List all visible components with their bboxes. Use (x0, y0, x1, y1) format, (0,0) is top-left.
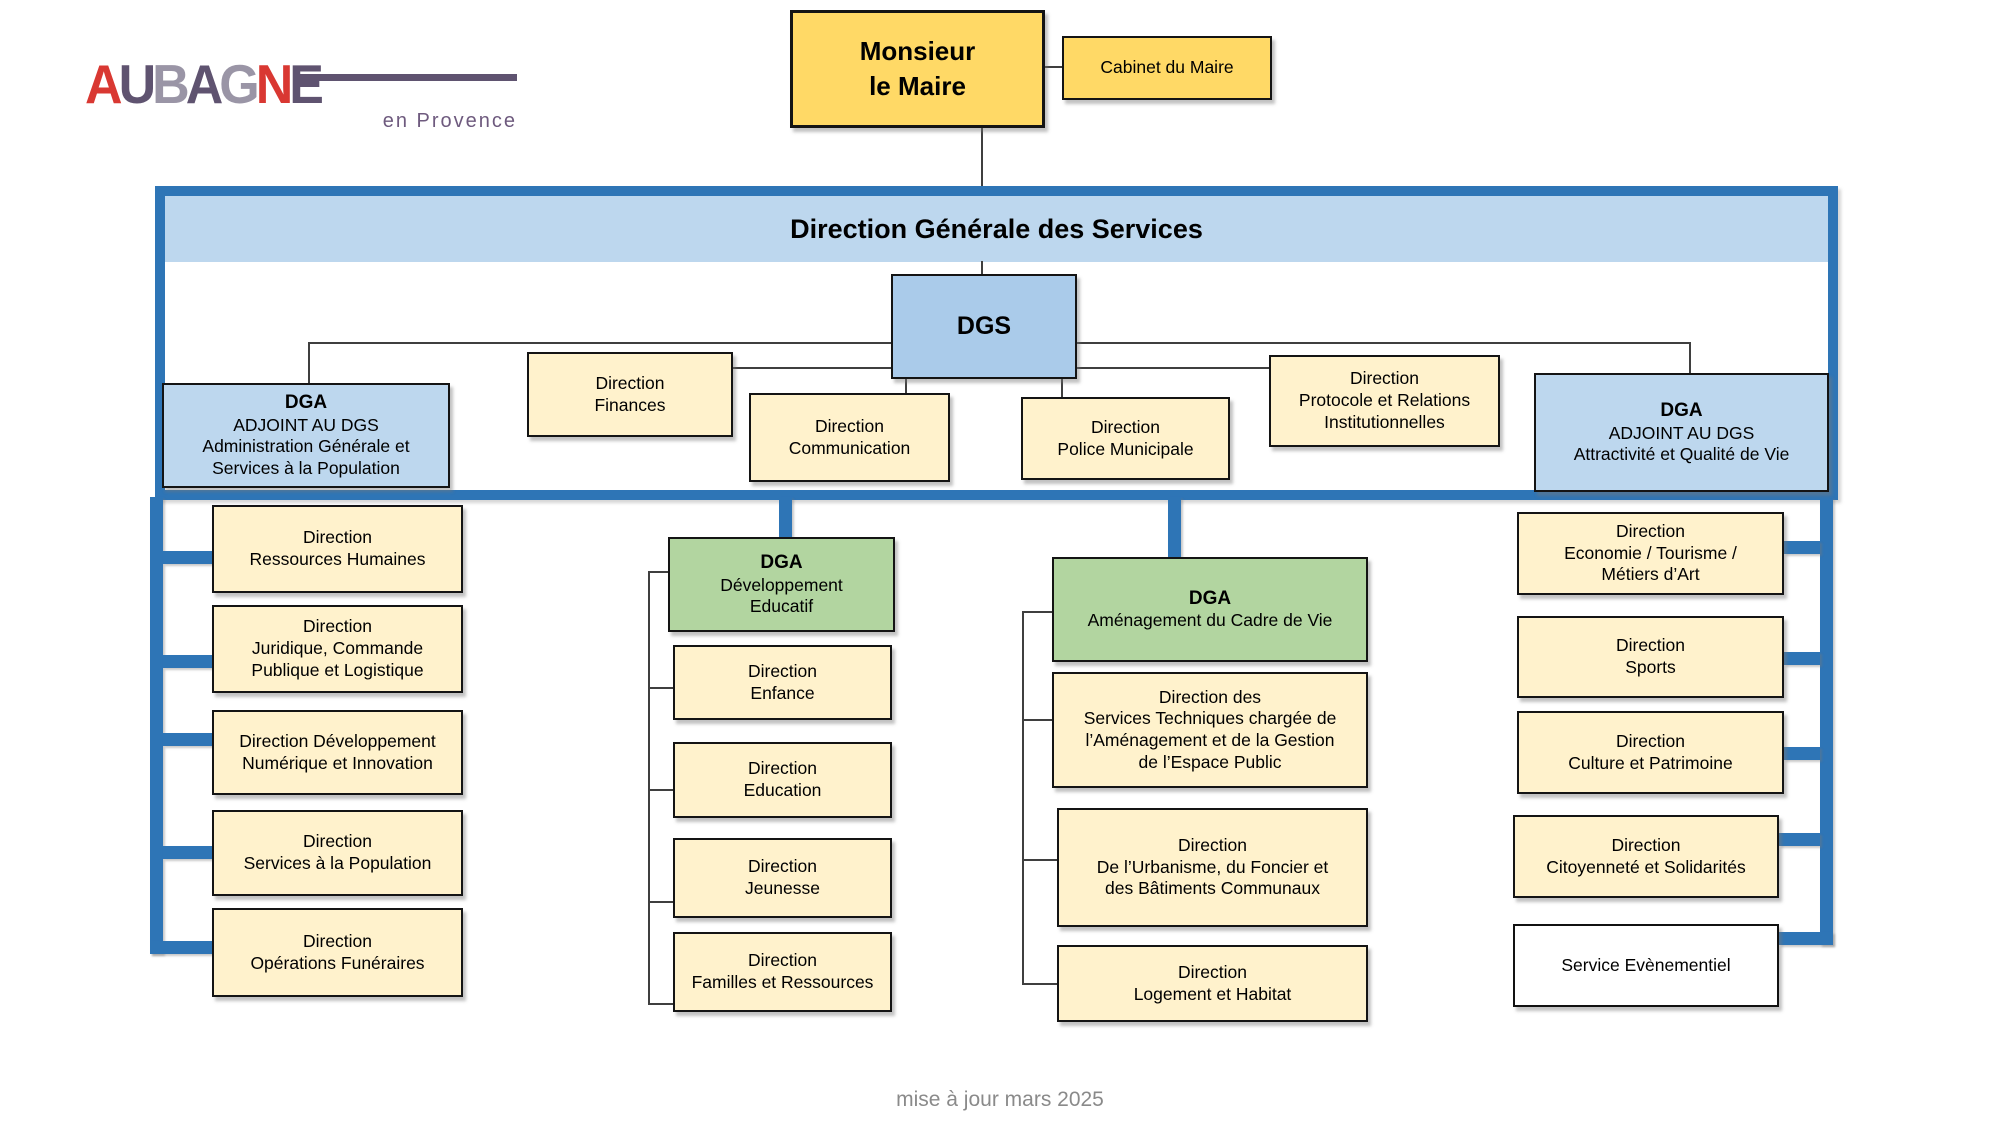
trunk-amenagement (1168, 497, 1181, 557)
box-direction-jeunesse: Direction Jeunesse (673, 838, 892, 918)
connector-dgs-police (1061, 379, 1063, 398)
box-direction-protocole: Direction Protocole et Relations Institu… (1269, 355, 1500, 447)
trunk-stub-culture (1784, 747, 1820, 760)
box-direction-services-population: Direction Services à la Population (212, 810, 463, 896)
trunk-right (1820, 497, 1833, 945)
trunk-elbow-evenementiel (1779, 932, 1833, 945)
trunk-stub-sports (1784, 652, 1820, 665)
logo-letter: E (289, 54, 324, 116)
trunk-stub-numerique (163, 733, 212, 746)
box-cabinet-du-maire: Cabinet du Maire (1062, 36, 1272, 100)
box-direction-logement-habitat: Direction Logement et Habitat (1057, 945, 1368, 1022)
connector-stub-urbanisme (1022, 859, 1057, 861)
logo-subtitle: en Provence (382, 110, 517, 132)
box-direction-numerique: Direction Développement Numérique et Inn… (212, 710, 463, 795)
dga-title: DGA (1188, 587, 1232, 609)
box-direction-communication: Direction Communication (749, 393, 950, 482)
logo-letter: N (255, 54, 294, 116)
trunk-stub-juridique (163, 655, 212, 668)
box-direction-education: Direction Education (673, 742, 892, 818)
connector-stub-jeunesse (648, 901, 673, 903)
box-direction-familles-ressources: Direction Familles et Ressources (673, 932, 892, 1012)
trunk-educatif (779, 497, 792, 537)
connector-maire-cabinet (1045, 66, 1062, 68)
box-maire: Monsieur le Maire (790, 10, 1045, 128)
dga-body: ADJOINT AU DGS Administration Générale e… (202, 414, 410, 479)
dga-body: ADJOINT AU DGS Attractivité et Qualité d… (1573, 422, 1790, 465)
logo-bar (297, 74, 517, 81)
logo-letter: U (118, 54, 157, 116)
connector-dgs-communication (905, 379, 907, 394)
trunk-stub-citoyennete (1779, 833, 1820, 846)
footer-updated-note: mise à jour mars 2025 (896, 1088, 1104, 1111)
aubagne-logo-word: AUBAGNE (85, 58, 435, 113)
box-direction-police-municipale: Direction Police Municipale (1021, 397, 1230, 480)
box-direction-operations-funeraires: Direction Opérations Funéraires (212, 908, 463, 997)
connector-stub-enfance (648, 687, 673, 689)
box-service-evenementiel: Service Evènementiel (1513, 924, 1779, 1007)
trunk-left (150, 497, 163, 954)
box-dgs: DGS (891, 274, 1077, 379)
box-direction-culture-patrimoine: Direction Culture et Patrimoine (1517, 711, 1784, 794)
box-direction-economie-tourisme: Direction Economie / Tourisme / Métiers … (1517, 512, 1784, 595)
banner-title: Direction Générale des Services (790, 213, 1203, 244)
dga-title: DGA (760, 552, 803, 574)
box-direction-enfance: Direction Enfance (673, 645, 892, 720)
box-direction-juridique: Direction Juridique, Commande Publique e… (212, 605, 463, 693)
connector-drop-dga-attractivite (1689, 342, 1691, 374)
trunk-stub-rh (163, 551, 212, 564)
connector-col-amenagement-spine (1022, 611, 1024, 985)
box-dga-amenagement: DGA Aménagement du Cadre de Vie (1052, 557, 1368, 662)
dga-title: DGA (1660, 400, 1703, 422)
logo-letter: A (85, 54, 123, 116)
connector-stub-familles (648, 1003, 673, 1005)
box-direction-ressources-humaines: Direction Ressources Humaines (212, 505, 463, 593)
connector-banner-dgs (981, 261, 983, 275)
banner-dgs: Direction Générale des Services (165, 196, 1828, 262)
connector-dgs-row-right (1077, 342, 1691, 344)
logo-letter: B (152, 54, 190, 116)
trunk-elbow-funeraires (150, 941, 212, 954)
logo-letter: A (185, 54, 224, 116)
connector-dgs-protocole (1077, 367, 1269, 369)
dga-body: Aménagement du Cadre de Vie (1087, 610, 1333, 631)
aubagne-logo: AUBAGNE en Provence (85, 58, 517, 140)
connector-stub-dga-amenagement (1022, 611, 1052, 613)
trunk-stub-population (163, 846, 212, 859)
connector-col-educatif-spine (648, 571, 650, 1005)
connector-stub-logement (1022, 983, 1057, 985)
connector-stub-services-techniques (1022, 719, 1052, 721)
box-dga-developpement-educatif: DGA Développement Educatif (668, 537, 895, 632)
dga-body: Développement Educatif (720, 574, 843, 617)
box-direction-citoyennete: Direction Citoyenneté et Solidarités (1513, 815, 1779, 898)
connector-stub-dga-educatif (648, 571, 668, 573)
trunk-stub-economie (1784, 541, 1820, 554)
box-direction-finances: Direction Finances (527, 352, 733, 437)
connector-drop-dga-admin (308, 342, 310, 384)
connector-dgs-row-left (308, 342, 891, 344)
box-direction-sports: Direction Sports (1517, 616, 1784, 698)
box-dga-adjoint-admin: DGA ADJOINT AU DGS Administration Généra… (162, 383, 450, 488)
connector-dgs-finances (733, 367, 891, 369)
connector-maire-frame (981, 128, 983, 186)
box-dga-adjoint-attractivite: DGA ADJOINT AU DGS Attractivité et Quali… (1534, 373, 1829, 492)
logo-letter: G (219, 54, 260, 116)
dga-title: DGA (284, 392, 328, 414)
box-direction-services-techniques: Direction des Services Techniques chargé… (1052, 672, 1368, 788)
box-direction-urbanisme: Direction De l’Urbanisme, du Foncier et … (1057, 808, 1368, 927)
connector-stub-education (648, 789, 673, 791)
